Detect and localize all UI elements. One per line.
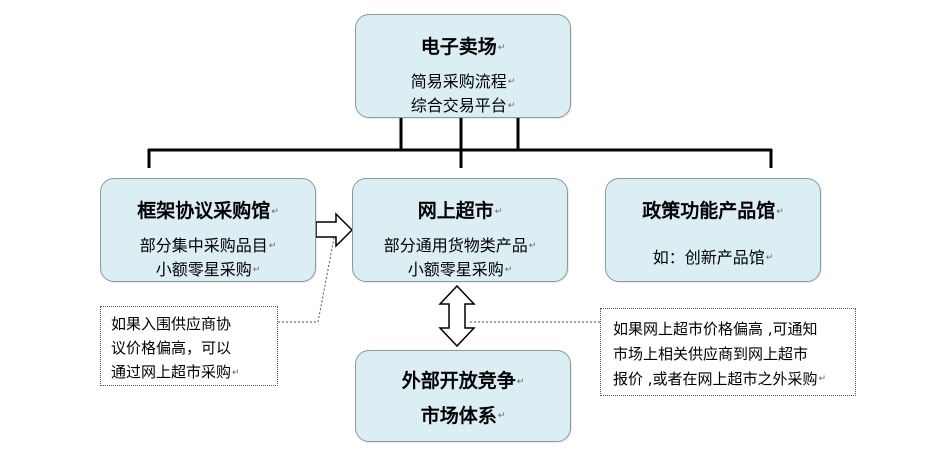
note-line: 报价 ,或者在网上超市之外采购↵	[613, 370, 827, 388]
vertical-double-arrow	[438, 284, 476, 348]
right-hollow-arrow	[315, 212, 354, 248]
box-framework-agreement: 框架协议采购馆↵ 部分集中采购品目↵ 小额零星采购↵	[100, 178, 316, 282]
box-open-market: 外部开放竞争↵ 市场体系↵	[355, 350, 571, 442]
box-line: 综合交易平台↵	[410, 95, 516, 115]
paragraph-mark: ↵	[494, 206, 503, 217]
paragraph-mark: ↵	[497, 411, 506, 421]
paragraph-mark: ↵	[504, 264, 513, 275]
box-line: 小额零星采购↵	[155, 259, 261, 279]
note-line: 如果网上超市价格偏高 ,可通知	[613, 320, 818, 338]
note-left: 如果入围供应商协 议价格偏高，可以 通过网上超市采购↵	[100, 306, 278, 386]
box-title: 外部开放竞争↵	[401, 370, 525, 392]
box-online-supermarket: 网上超市↵ 部分通用货物类产品↵ 小额零星采购↵	[352, 178, 568, 282]
paragraph-mark: ↵	[497, 42, 506, 53]
box-line: 部分通用货物类产品↵	[383, 235, 537, 255]
paragraph-mark: ↵	[268, 240, 277, 251]
box-line: 如：创新产品馆↵	[652, 247, 774, 267]
paragraph-mark: ↵	[507, 76, 516, 87]
box-title: 市场体系↵	[420, 404, 506, 427]
note-right: 如果网上超市价格偏高 ,可通知 市场上相关供应商到网上超市 报价 ,或者在网上超…	[600, 308, 856, 396]
box-line: 部分集中采购品目↵	[139, 235, 277, 255]
note-line: 市场上相关供应商到网上超市	[613, 345, 809, 363]
paragraph-mark: ↵	[507, 100, 516, 111]
paragraph-mark: ↵	[232, 367, 240, 378]
note-line: 通过网上超市采购↵	[111, 363, 240, 381]
note-line: 如果入围供应商协	[111, 315, 232, 333]
paragraph-mark: ↵	[271, 206, 279, 217]
paragraph-mark: ↵	[528, 240, 537, 251]
box-title: 网上超市↵	[417, 200, 503, 222]
paragraph-mark: ↵	[776, 206, 784, 217]
box-electronic-mall: 电子卖场↵ 简易采购流程↵ 综合交易平台↵	[355, 14, 571, 118]
paragraph-mark: ↵	[516, 376, 525, 387]
paragraph-mark: ↵	[252, 264, 261, 275]
paragraph-mark: ↵	[765, 252, 774, 263]
box-title: 电子卖场↵	[420, 36, 506, 58]
box-policy-products: 政策功能产品馆↵ 如：创新产品馆↵	[605, 178, 821, 282]
box-line: 小额零星采购↵	[407, 259, 513, 279]
note-line: 议价格偏高，可以	[111, 339, 232, 357]
box-title: 政策功能产品馆↵	[642, 200, 784, 222]
box-title: 框架协议采购馆↵	[137, 200, 279, 222]
paragraph-mark: ↵	[818, 374, 827, 384]
box-line: 简易采购流程↵	[410, 71, 516, 91]
left-note-dotted-leader	[278, 237, 335, 323]
